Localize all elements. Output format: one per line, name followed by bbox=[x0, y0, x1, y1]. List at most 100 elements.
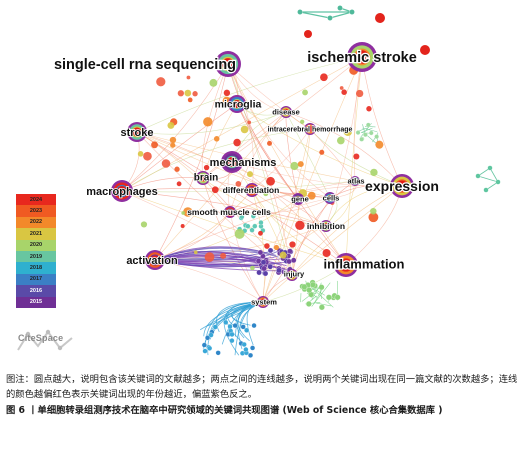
keyword-node bbox=[257, 296, 269, 308]
keyword-node-minor bbox=[233, 138, 241, 147]
co-occurrence-edge bbox=[285, 111, 403, 187]
co-occurrence-edge bbox=[202, 103, 238, 179]
keyword-node-minor bbox=[375, 140, 384, 149]
co-occurrence-edge bbox=[136, 131, 231, 213]
keyword-node-minor bbox=[370, 168, 378, 177]
cluster-node bbox=[202, 348, 208, 354]
co-occurrence-edge bbox=[236, 103, 403, 187]
co-occurrence-edge bbox=[154, 63, 229, 261]
keyword-node-minor bbox=[300, 119, 305, 124]
keyword-node-minor bbox=[267, 140, 272, 146]
legend-item: 2021 bbox=[16, 228, 56, 240]
cluster-node bbox=[252, 223, 258, 229]
co-occurrence-edge bbox=[136, 131, 347, 266]
co-occurrence-edge bbox=[329, 11, 353, 19]
keyword-label: smooth muscle cells bbox=[187, 207, 271, 217]
keyword-node bbox=[320, 220, 332, 232]
keyword-node-minor bbox=[187, 97, 193, 103]
keyword-node-minor bbox=[213, 136, 220, 142]
cluster-node bbox=[229, 338, 235, 344]
keyword-node-minor bbox=[223, 89, 231, 97]
keyword-node-minor bbox=[176, 181, 182, 187]
co-occurrence-edge bbox=[154, 257, 264, 261]
co-occurrence-edge bbox=[345, 56, 363, 266]
legend-item: 2022 bbox=[16, 216, 56, 229]
keyword-node-minor bbox=[192, 91, 198, 97]
legend-item: 2019 bbox=[16, 250, 56, 263]
co-occurrence-edge bbox=[362, 124, 366, 134]
keyword-node-minor bbox=[247, 171, 254, 178]
keyword-node-minor bbox=[273, 244, 280, 251]
keyword-node-minor bbox=[420, 45, 430, 55]
keyword-label: inhibition bbox=[307, 221, 345, 231]
cluster-node bbox=[306, 287, 313, 294]
co-occurrence-edge bbox=[291, 185, 403, 276]
co-occurrence-edge bbox=[251, 128, 311, 191]
keyword-node bbox=[215, 51, 241, 77]
keyword-node bbox=[334, 253, 358, 277]
co-occurrence-edge bbox=[477, 175, 499, 183]
co-occurrence-edge bbox=[231, 161, 403, 187]
keyword-node bbox=[304, 123, 316, 135]
legend-item: 2018 bbox=[16, 262, 56, 274]
keyword-node bbox=[245, 183, 259, 197]
keyword-node-minor bbox=[289, 241, 296, 248]
co-occurrence-edge bbox=[121, 63, 229, 192]
keyword-node-minor bbox=[339, 86, 344, 90]
cluster-node bbox=[257, 249, 264, 256]
co-occurrence-edge bbox=[229, 111, 287, 213]
cluster-node bbox=[363, 132, 368, 138]
co-occurrence-edge bbox=[227, 63, 293, 276]
cluster-node bbox=[215, 350, 221, 356]
co-occurrence-edge bbox=[299, 11, 331, 19]
cluster-node bbox=[368, 130, 374, 136]
cluster-node bbox=[207, 345, 213, 351]
co-occurrence-edge bbox=[121, 128, 311, 192]
co-occurrence-edge bbox=[353, 56, 363, 182]
keyword-node bbox=[111, 180, 133, 202]
keyword-label: cells bbox=[323, 194, 340, 203]
keyword-node-minor bbox=[167, 121, 175, 129]
cluster-node bbox=[267, 263, 273, 270]
keyword-node-minor bbox=[295, 220, 305, 231]
co-occurrence-edge bbox=[202, 177, 264, 303]
cluster-node bbox=[262, 270, 269, 277]
cluster-node bbox=[297, 9, 303, 15]
cluster-node bbox=[267, 247, 274, 254]
keyword-node-minor bbox=[211, 186, 219, 194]
co-occurrence-edge bbox=[285, 111, 299, 200]
co-occurrence-edge bbox=[121, 180, 356, 193]
keyword-label: microglia bbox=[215, 99, 262, 111]
keyword-node-minor bbox=[177, 90, 184, 97]
keyword-label: differentiation bbox=[223, 185, 280, 195]
keyword-label: mechanisms bbox=[210, 157, 277, 169]
citespace-logo-text: CiteSpace bbox=[18, 333, 64, 343]
cluster-node bbox=[241, 341, 247, 348]
keyword-label: single-cell rna sequencing bbox=[54, 57, 236, 73]
keyword-node bbox=[196, 171, 210, 185]
keyword-node-minor bbox=[319, 149, 325, 155]
keyword-node-minor bbox=[204, 252, 215, 262]
keyword-node-minor bbox=[258, 230, 263, 236]
keyword-node-minor bbox=[203, 164, 210, 171]
keyword-node-minor bbox=[140, 221, 148, 228]
cluster-node bbox=[205, 335, 211, 341]
caption-title: 图 6 丨单细胞转录组测序技术在脑卒中研究领域的关键词共现图谱 (Web of … bbox=[6, 405, 443, 416]
cluster-node bbox=[261, 265, 267, 272]
cluster-node bbox=[318, 304, 325, 311]
keyword-node-minor bbox=[250, 265, 255, 271]
cluster-node bbox=[290, 257, 297, 264]
keyword-node-minor bbox=[302, 89, 308, 96]
co-occurrence-edge bbox=[262, 128, 311, 303]
citespace-logo bbox=[17, 329, 73, 351]
cluster-node bbox=[244, 327, 250, 333]
cluster-node bbox=[260, 259, 267, 265]
legend-item: 2024 bbox=[16, 194, 56, 206]
co-occurrence-edge bbox=[358, 127, 369, 132]
co-occurrence-edge bbox=[285, 111, 331, 199]
cluster-node bbox=[229, 331, 235, 338]
keyword-node-minor bbox=[353, 153, 360, 160]
co-occurrence-edge bbox=[229, 197, 331, 214]
